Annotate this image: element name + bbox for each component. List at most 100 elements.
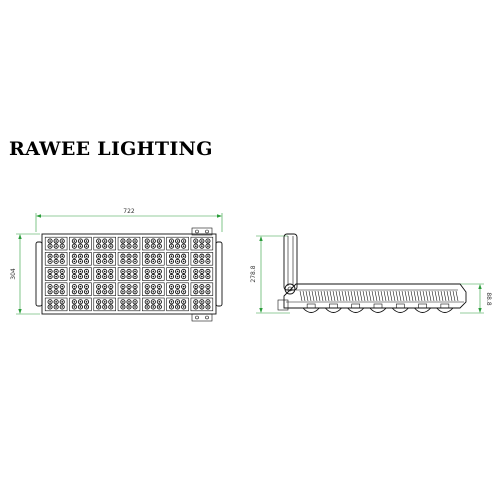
heat-sink-fins	[299, 290, 459, 302]
led-lens	[108, 268, 114, 274]
led-lens	[120, 289, 126, 295]
led-lens	[47, 289, 53, 295]
led-lens	[181, 304, 187, 310]
led-lens	[53, 289, 59, 295]
led-lens	[102, 289, 108, 295]
led-lens	[144, 238, 150, 244]
led-lens	[144, 258, 150, 264]
led-lens	[175, 258, 181, 264]
led-lens	[144, 284, 150, 290]
led-lens	[168, 289, 175, 295]
led-module	[44, 297, 68, 312]
led-lens	[53, 304, 59, 310]
led-module	[190, 267, 214, 281]
led-module	[142, 267, 165, 281]
led-lens	[126, 284, 132, 290]
led-lens	[83, 253, 90, 259]
led-lens	[144, 243, 150, 249]
led-lens	[205, 243, 211, 249]
led-lens	[168, 253, 175, 259]
led-lens	[53, 299, 59, 305]
led-lens	[175, 253, 181, 259]
led-lens	[199, 289, 205, 295]
height-dimension: 304	[10, 233, 40, 315]
led-lens	[199, 243, 205, 249]
led-lens	[102, 284, 108, 290]
led-lens	[120, 238, 126, 244]
led-lens	[83, 243, 90, 249]
led-lens	[108, 243, 114, 249]
led-lens	[108, 299, 114, 305]
led-lens	[175, 274, 181, 280]
led-lens	[132, 243, 138, 249]
top-bracket	[191, 227, 213, 236]
lens-profile	[369, 303, 387, 313]
led-lens	[53, 238, 59, 244]
height-label: 304	[10, 268, 17, 280]
led-lens	[71, 274, 77, 280]
led-lens	[132, 284, 138, 290]
led-module	[190, 252, 214, 266]
led-lens	[83, 274, 90, 280]
led-lens	[181, 289, 187, 295]
led-lens	[132, 253, 138, 259]
led-lens	[47, 274, 53, 280]
led-lens	[132, 274, 138, 280]
led-lens	[175, 243, 181, 249]
led-lens	[102, 299, 108, 305]
led-lens	[77, 299, 83, 305]
led-module	[190, 236, 214, 251]
led-lens	[205, 253, 211, 259]
led-module	[166, 267, 189, 281]
led-lens	[150, 268, 156, 274]
led-lens	[144, 253, 150, 259]
lens-profile	[436, 303, 454, 313]
led-lens	[126, 304, 132, 310]
led-lens	[175, 304, 181, 310]
led-module	[44, 282, 68, 296]
led-lens	[168, 243, 175, 249]
left-rail	[35, 241, 43, 307]
led-module	[69, 282, 92, 296]
led-module	[142, 252, 165, 266]
led-lens	[150, 238, 156, 244]
led-lens	[199, 253, 205, 259]
led-lens	[199, 299, 205, 305]
front-frame	[41, 233, 217, 315]
led-lens	[193, 289, 199, 295]
led-lens	[102, 258, 108, 264]
led-lens	[71, 299, 77, 305]
led-module	[117, 252, 141, 266]
led-lens	[120, 243, 126, 249]
led-module	[117, 297, 141, 312]
brand-title: RAWEE LIGHTING	[9, 138, 213, 160]
led-lens	[181, 268, 187, 274]
led-lens	[193, 274, 199, 280]
led-lens	[150, 299, 156, 305]
led-lens	[168, 304, 175, 310]
led-lens	[168, 274, 175, 280]
led-lens	[168, 284, 175, 290]
led-lens	[47, 238, 53, 244]
led-module	[142, 236, 165, 251]
led-lens	[96, 304, 102, 310]
led-lens	[193, 238, 199, 244]
led-lens	[193, 304, 199, 310]
led-lens	[181, 274, 187, 280]
led-lens	[126, 253, 132, 259]
depth-label: 88.8	[485, 292, 492, 306]
mounting-arm	[283, 233, 298, 291]
led-lens	[181, 284, 187, 290]
led-lens	[96, 253, 102, 259]
led-lens	[205, 238, 211, 244]
led-module	[93, 282, 116, 296]
led-lens	[126, 238, 132, 244]
led-lens	[205, 284, 211, 290]
led-lens	[83, 299, 90, 305]
led-lens	[126, 258, 132, 264]
led-lens	[108, 304, 114, 310]
led-module	[93, 267, 116, 281]
led-lens	[108, 284, 114, 290]
led-module-grid	[44, 236, 214, 312]
led-lens	[193, 268, 199, 274]
